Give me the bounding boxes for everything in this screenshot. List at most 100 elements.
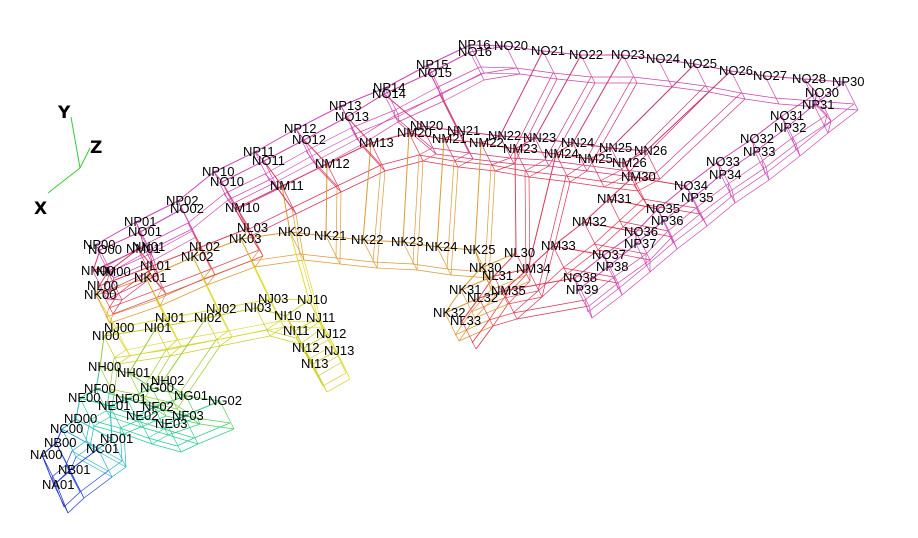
node-post-NE00 <box>79 397 95 427</box>
member-NI12-NJ12-depth2 <box>317 361 343 377</box>
node-label-nm26: NM26 <box>612 155 647 170</box>
member-NA00-NA01-depth2 <box>55 482 69 514</box>
node-post-NI13 <box>312 363 328 393</box>
node-post-NK03 <box>240 238 256 268</box>
node-post-NO14 <box>383 93 399 123</box>
member-NM10-NM11 <box>236 185 283 209</box>
member-NM30-NO34 <box>632 176 687 187</box>
member-NK25-NM22-depth1 <box>484 164 492 273</box>
node-post-NK20 <box>289 231 305 261</box>
member-NK22-NM13-depth1 <box>372 164 382 263</box>
member-NL33-NL32-depth1 <box>471 319 490 344</box>
member-NP02-NP10-depth1 <box>187 193 225 224</box>
node-label-nm34: NM34 <box>516 261 551 276</box>
member-NI11-NI12-depth1 <box>304 352 315 371</box>
node-post-NN23 <box>534 137 550 167</box>
node-post-NP32 <box>785 127 801 157</box>
member-NM23-NM24-depth1 <box>524 170 567 177</box>
member-NO26-NO27 <box>730 70 766 77</box>
member-NN00-NO00 <box>92 249 101 272</box>
y-axis-line <box>70 116 81 169</box>
node-label-no00: NO00 <box>88 242 122 257</box>
member-NA00-NB00-depth1 <box>51 464 67 478</box>
member-NG00-NG01-depth1 <box>161 409 197 419</box>
member-ND00-ND01-depth1 <box>85 440 123 462</box>
member-NL01-NL02-depth1 <box>161 268 212 289</box>
member-NM00-NN00-depth2 <box>106 298 123 301</box>
member-NK02-NK03-depth2 <box>206 266 256 286</box>
member-NM30-NO34-depth1 <box>642 198 697 209</box>
member-NJ03-NJ10-depth1 <box>279 320 320 323</box>
member-NO10-NP10 <box>213 171 223 183</box>
member-NE01-NF01 <box>109 398 128 407</box>
node-post-NP16 <box>469 44 485 74</box>
member-NO26-NO27-depth2 <box>744 98 780 105</box>
member-NM33-NM34 <box>527 245 554 270</box>
node-label-nm20: NM20 <box>397 125 432 140</box>
member-NM11-NM12-depth1 <box>291 185 338 209</box>
member-NG00-NH01-depth1 <box>138 394 163 411</box>
member-NL31-NM34 <box>493 268 529 277</box>
node-post-NI10 <box>285 315 301 345</box>
member-NM24-NN24-depth2 <box>569 170 588 183</box>
member-NK31-NL31-depth1 <box>470 297 505 313</box>
member-NM23-NN23 <box>514 137 536 150</box>
node-label-nf02: NF02 <box>142 399 174 414</box>
node-post-NK02 <box>192 256 208 286</box>
member-NN26-NO26-depth2 <box>659 98 746 180</box>
member-NO11-NO12 <box>263 139 305 162</box>
member-NP33-NP34 <box>720 151 756 176</box>
member-NM33-NM34-depth1 <box>537 267 564 292</box>
member-NL00-NM00-depth1 <box>108 293 119 309</box>
member-NM21-NM22-depth1 <box>453 160 492 166</box>
member-NO00-NO01 <box>99 231 141 251</box>
member-NP30-NP31-depth1 <box>823 103 855 128</box>
member-NJ02-NJ03-depth2 <box>231 326 285 338</box>
node-post-NA00 <box>41 454 57 484</box>
member-ND00-NE00-depth1 <box>85 419 91 442</box>
member-NL32-NM35-depth2 <box>492 318 518 327</box>
member-NI00-NJ00-depth1 <box>113 349 127 359</box>
node-label-nk00: NK00 <box>84 287 117 302</box>
node-post-NO32 <box>751 138 767 168</box>
member-NP12-NP13 <box>295 105 342 130</box>
member-NJ00-NJ01-depth2 <box>129 345 182 357</box>
node-label-no11: NO11 <box>252 153 285 168</box>
node-label-nm11: NM11 <box>270 178 304 193</box>
member-NO33-NO34 <box>685 161 719 187</box>
node-post-NL00 <box>98 285 114 315</box>
node-label-nn21: NN21 <box>447 123 480 138</box>
member-NG00-NG01-depth2 <box>165 415 201 425</box>
member-NP37-NP38 <box>607 243 637 268</box>
member-NK22-NM13-depth2 <box>376 170 386 269</box>
member-NK03-NL03-depth1 <box>250 249 260 262</box>
member-NL01-NL02-depth2 <box>165 274 216 295</box>
member-NO27-NO28 <box>764 75 805 80</box>
member-NP13-NP14-depth1 <box>350 109 396 129</box>
member-NM25-NN25 <box>589 147 612 160</box>
member-NI10-NJ10-depth2 <box>299 327 324 345</box>
axis-gizmo: Y Z X <box>34 103 102 219</box>
member-NP36-NP37-depth1 <box>645 242 674 267</box>
member-NM13-NM20 <box>370 132 410 144</box>
member-NM31-NM32 <box>583 198 610 223</box>
member-NN01-NO01-depth1 <box>149 253 155 270</box>
member-NF01-NG00-depth1 <box>136 409 163 422</box>
node-label-nh02: NH02 <box>151 373 184 388</box>
member-NO11-NP11-depth2 <box>268 179 279 190</box>
member-NB00-NB01-depth1 <box>65 464 81 493</box>
node-post-NJ12 <box>327 333 343 363</box>
node-post-NO10 <box>221 181 237 211</box>
node-post-NO38 <box>574 277 590 307</box>
member-NP00-NP01-depth1 <box>104 243 147 268</box>
member-NP14-NP15-depth1 <box>394 86 439 111</box>
member-NL02-NL03-depth1 <box>210 249 260 270</box>
member-NC01-ND01-depth1 <box>107 460 123 472</box>
member-NI01-NI02-depth1 <box>165 339 217 351</box>
member-NL01-NL02 <box>151 246 202 267</box>
node-post-NO37 <box>603 254 619 284</box>
node-label-nn00: NN00 <box>81 263 114 278</box>
member-NM24-NM25 <box>555 153 591 160</box>
member-NO32-NO33 <box>717 138 753 163</box>
